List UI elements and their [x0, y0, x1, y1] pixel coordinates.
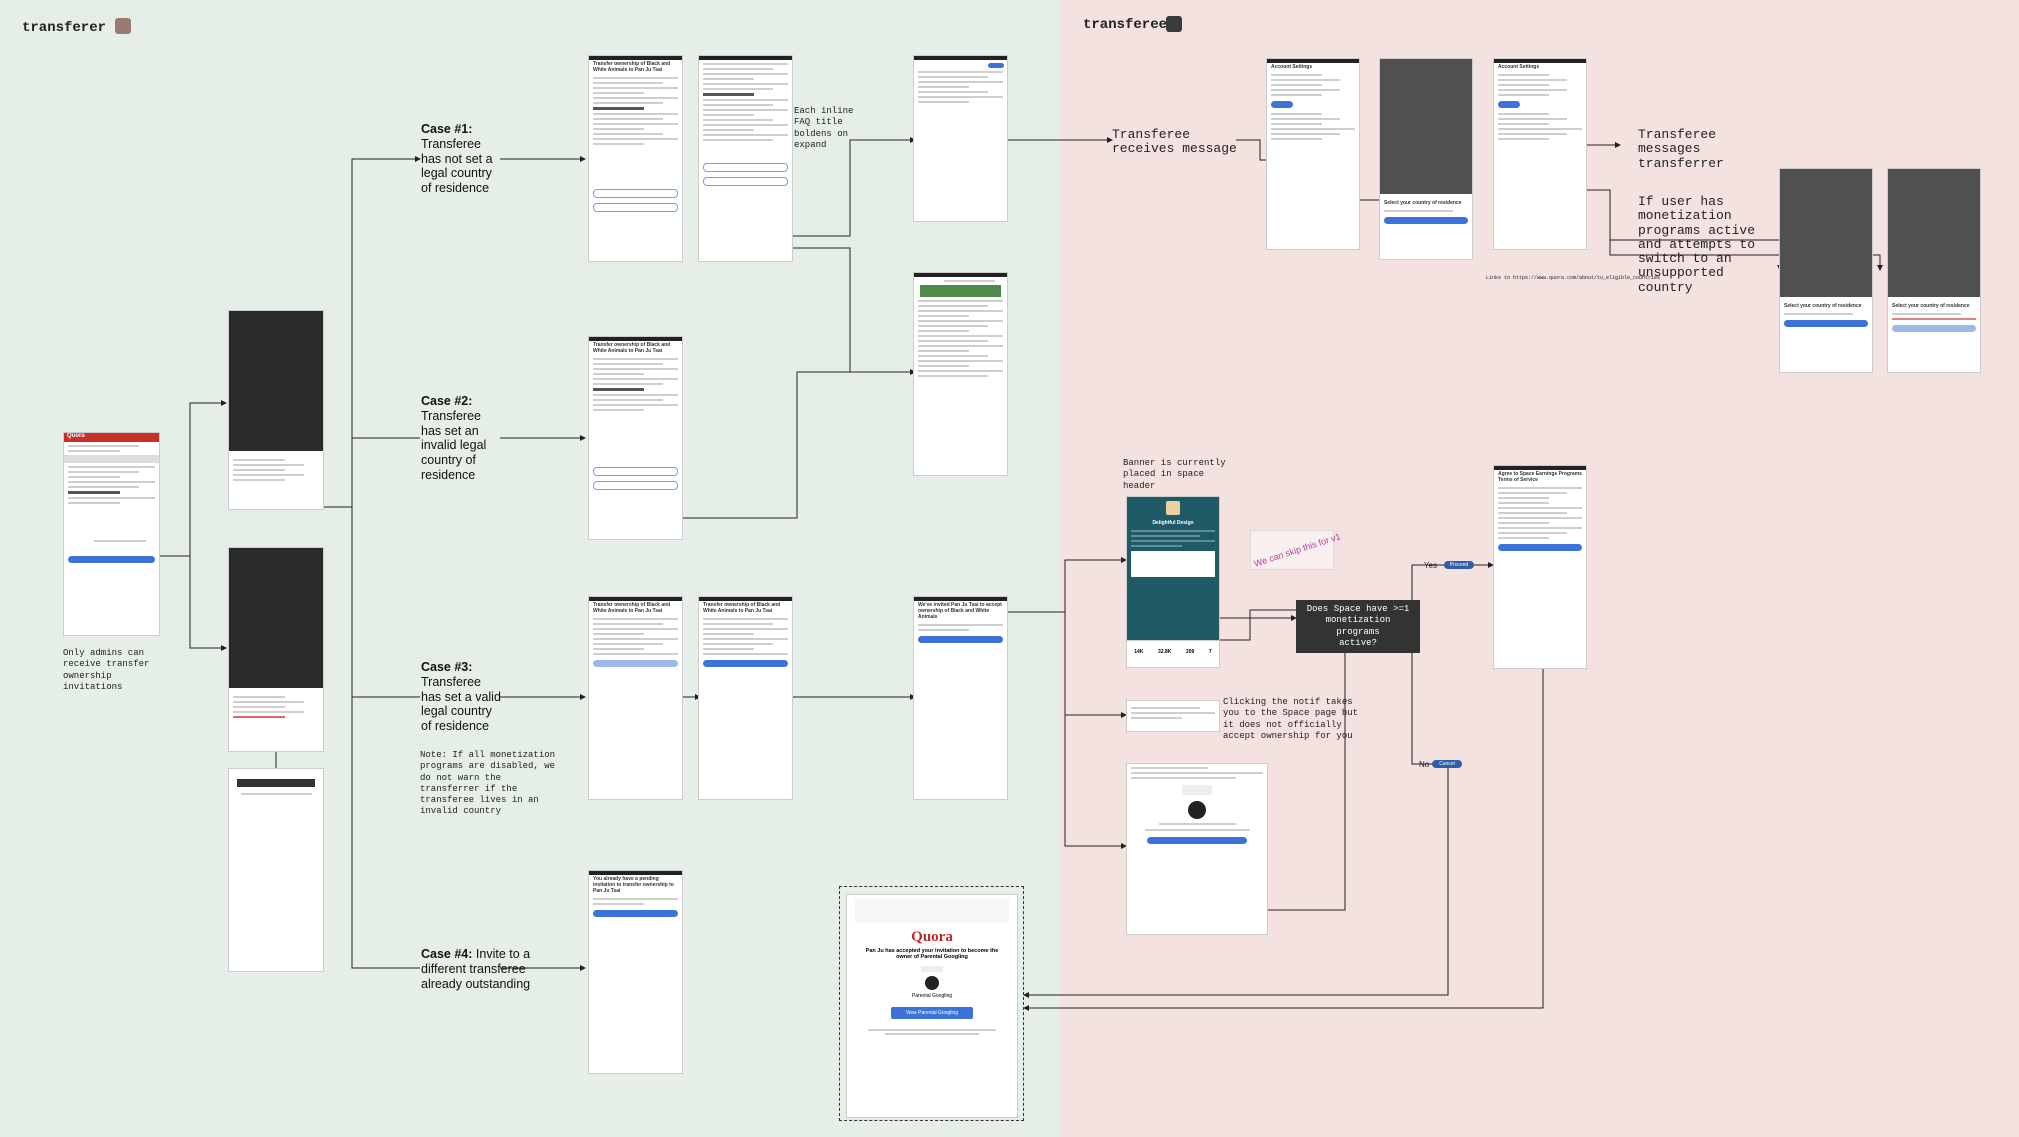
no-label: No: [1419, 760, 1430, 769]
case-2-label: Case #2: Transferee has set an invalid l…: [421, 394, 487, 482]
quora-logo: Quora: [911, 929, 953, 945]
country-select-modal-2: Select your country of residence: [1779, 168, 1873, 373]
monetization-decision: Does Space have >=1 monetization program…: [1296, 600, 1420, 653]
transfer-ownership-item-red[interactable]: [233, 716, 285, 718]
pending-invite-screen: You already have a pending invitation to…: [588, 870, 683, 1074]
done-button-2[interactable]: [593, 910, 678, 917]
role-transferee-label: transferee: [1083, 17, 1168, 33]
banner-header-note: Banner is currently placed in space head…: [1123, 458, 1226, 491]
skip-v1-card: [1250, 530, 1334, 570]
invite-sent-screen: We've invited Pan Ju Tsai to accept owne…: [913, 596, 1008, 800]
case3-confirm-screen: Transfer ownership of Black and White An…: [698, 596, 793, 800]
space-people-screen: Quora: [63, 432, 160, 636]
transferer-avatar: [115, 18, 131, 34]
case-1-label: Case #1: Transferee has not set a legal …: [421, 122, 493, 195]
case2-transfer-screen: Transfer ownership of Black and White An…: [588, 336, 683, 540]
space-banner-screen: Delightful Design: [1126, 496, 1220, 658]
submit-country-button-2[interactable]: [1784, 320, 1868, 327]
disable-monetization-button[interactable]: [593, 203, 678, 212]
submit-country-button-disabled[interactable]: [1892, 325, 1976, 332]
accept-ownership-banner[interactable]: [1131, 551, 1215, 577]
only-admins-note: Only admins can receive transfer ownersh…: [63, 648, 150, 692]
space-icon: [1166, 501, 1180, 515]
cancel-pill[interactable]: Cancel: [1432, 760, 1462, 768]
view-space-button[interactable]: View Parental Googling: [891, 1007, 973, 1019]
cancel-button[interactable]: [593, 481, 678, 490]
email-space-name: Parental Googling: [911, 993, 953, 999]
ownership-notification[interactable]: [1126, 700, 1220, 732]
accepted-email: Quora Pan Ju has accepted your invitatio…: [846, 894, 1018, 1118]
account-settings-screen-2: Account Settings: [1493, 58, 1587, 250]
eligible-countries-link[interactable]: Links to https://www.quora.com/about/tu_…: [1486, 275, 1661, 281]
role-transferer-label: transferer: [22, 20, 107, 36]
case-4-label: Case #4: Invite to a different transfere…: [421, 947, 531, 991]
message-compose-screen: [913, 55, 1008, 222]
case3-transfer-screen: Transfer ownership of Black and White An…: [588, 596, 683, 800]
country-select-modal-1: Select your country of residence: [1379, 58, 1473, 260]
space-avatar: [925, 976, 939, 990]
message-transferee-button[interactable]: [593, 189, 678, 198]
admin-menu-screen-2: [228, 547, 324, 752]
case1-faq-expanded-screen: [698, 55, 793, 262]
messages-transferer-note: Transferee messages transferrer: [1638, 127, 1724, 171]
case-3-label: Case #3: Transferee has set a valid lega…: [421, 660, 501, 733]
accepted-email-frame: [839, 886, 1024, 1121]
admin-menu-screen-1: [228, 310, 324, 510]
receives-message-note: Transferee receives message: [1112, 127, 1237, 157]
case1-transfer-screen: Transfer ownership of Black and White An…: [588, 55, 683, 262]
proceed-pill[interactable]: Proceed: [1444, 561, 1474, 569]
disable-monetization-programs-button[interactable]: [593, 467, 678, 476]
disable-monetization-button-2[interactable]: [703, 177, 788, 186]
invite-email-screen: [1126, 763, 1268, 935]
accept-ownership-button[interactable]: [1498, 544, 1582, 551]
account-settings-screen-1: Account Settings: [1266, 58, 1360, 250]
inline-faq-note: Each inline FAQ title boldens on expand: [794, 106, 854, 150]
ownership-transfer-toast-screen: [228, 768, 324, 972]
open-in-app-button[interactable]: [68, 556, 155, 563]
proceed-button[interactable]: [703, 660, 788, 667]
accepted-heading: Pan Ju has accepted your invitation to b…: [865, 948, 999, 960]
unsupported-country-note: If user has monetization programs active…: [1638, 194, 1756, 295]
transferee-avatar: [1166, 16, 1182, 32]
yes-label: Yes: [1424, 561, 1438, 570]
terms-of-service-screen: Agree to Space Earnings Programs Terms o…: [1493, 465, 1587, 669]
no-warn-note: Note: If all monetization programs are d…: [420, 750, 556, 817]
message-transferee-button-2[interactable]: [703, 163, 788, 172]
country-select-modal-error: Select your country of residence: [1887, 168, 1981, 373]
space-settings-screen: [913, 272, 1008, 476]
done-button[interactable]: [918, 636, 1003, 643]
go-to-space-button[interactable]: [1147, 837, 1247, 844]
notif-click-note: Clicking the notif takes you to the Spac…: [1223, 697, 1359, 741]
submit-country-button[interactable]: [1384, 217, 1468, 224]
quora-header: Quora: [64, 433, 159, 442]
transfer-ownership-item[interactable]: [233, 479, 285, 481]
proceed-button-disabled[interactable]: [593, 660, 678, 667]
send-button[interactable]: [988, 63, 1004, 68]
